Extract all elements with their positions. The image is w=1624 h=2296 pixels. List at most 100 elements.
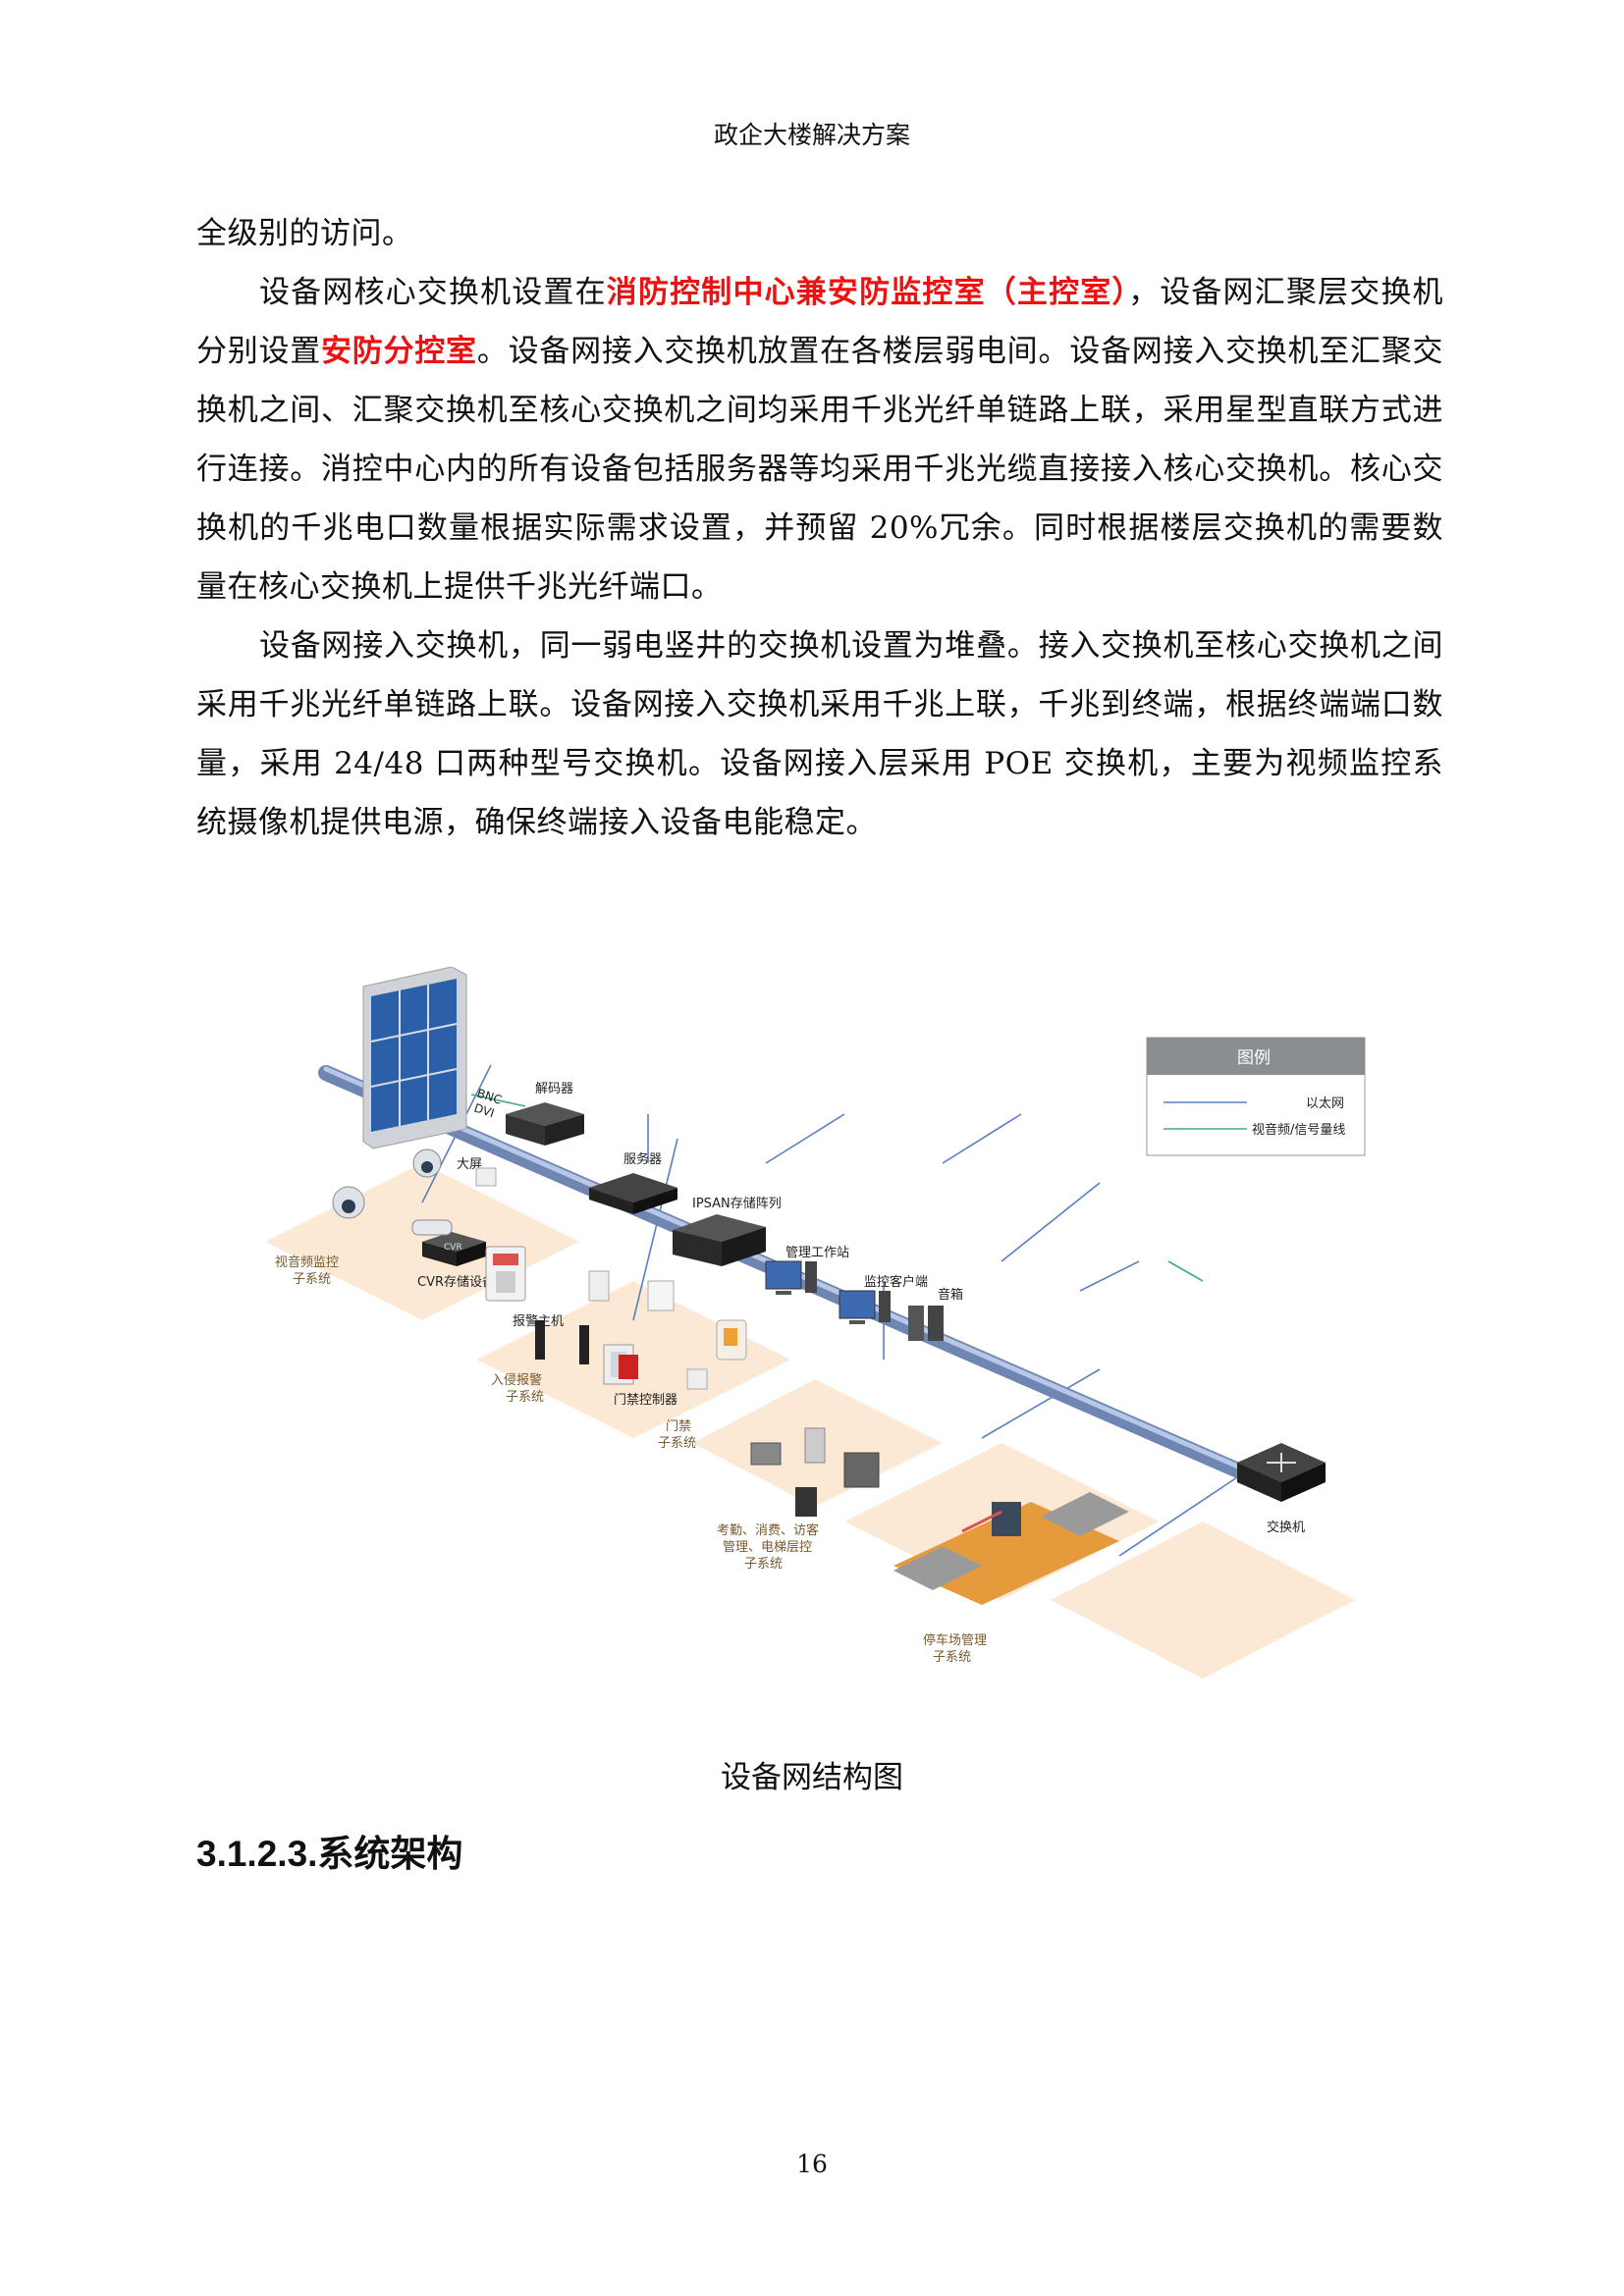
paragraph-2: 设备网接入交换机，同一弱电竖井的交换机设置为堆叠。接入交换机至核心交换机之间采用… [196,628,1443,840]
section-heading: 3.1.2.3.系统架构 [196,1834,463,1874]
intrusion-devices [535,1270,675,1379]
page-number: 16 [796,2150,828,2178]
emergency-button [588,1270,610,1302]
label-monitor-client: 监控客户端 [864,1274,928,1290]
cvr-side [457,1242,486,1266]
dome-camera-1-lens [342,1200,355,1213]
client-screen [839,1290,876,1319]
bullet-camera [411,1219,453,1236]
big-screen-panel [371,979,457,1132]
video-devices [332,1148,497,1236]
label-door-controller: 门禁控制器 [614,1393,677,1408]
cvr-badge: CVR [444,1243,462,1253]
server-icon [589,1173,677,1214]
audio-pickup [475,1167,497,1187]
decoder-icon [506,1102,584,1146]
link-attendance [981,1368,1101,1439]
monitor-client-icon [839,1290,891,1324]
gate-turnstile [804,1427,826,1464]
link-server [765,1113,845,1164]
decoder-front [506,1114,545,1146]
client-base [849,1320,865,1324]
grid-h2 [370,1068,458,1088]
label-server: 服务器 [623,1151,662,1167]
label-parking-1: 停车场管理 [923,1632,987,1648]
parking-road-left [893,1546,982,1590]
elevator-controller [843,1452,880,1488]
diagram-svg: BNC DVI 大屏 解码器 服务器 IPSAN存储阵列 CVR CVR存储设备… [265,966,1366,1679]
paragraph-1-part-b: ，设备网汇聚层交换机分别设置 [196,275,1444,369]
av-link-bnc [470,1094,526,1107]
link-intrusion [632,1138,678,1321]
link-ipsan [942,1113,1022,1164]
link-parking [1118,1476,1238,1557]
parking-road-right [1041,1492,1129,1536]
zone-parking [1051,1522,1355,1679]
label-intrusion-2: 子系统 [506,1390,544,1405]
label-attend-2: 管理、电梯层控 [723,1540,812,1555]
speaker-icon [908,1306,944,1341]
alarm-host-screen [493,1254,518,1265]
big-screen-grid [370,985,458,1126]
paragraph-0: 全级别的访问。 [196,216,413,251]
av-link-speaker [1167,1260,1204,1282]
ipsan-top [673,1214,766,1242]
label-workstation: 管理工作站 [785,1246,849,1260]
ethernet-links [421,1064,1238,1557]
alarm-light [619,1355,638,1379]
legend-av-label: 视音频/信号量线 [1252,1122,1345,1138]
page-header: 政企大楼解决方案 [713,121,910,149]
switch-front [1237,1463,1281,1502]
door-devices [686,1319,747,1390]
parking-devices [893,1492,1129,1605]
highlight-sub-control-room: 安防分控室 [321,334,477,369]
cvr-icon [422,1232,486,1266]
switch-arrows [1267,1453,1296,1472]
highlight-main-control-room: 消防控制中心兼安防监控室（主控室） [606,275,1129,310]
alarm-host-icon [485,1246,526,1302]
label-parking-2: 子系统 [933,1650,971,1665]
paragraph-1-part-a: 设备网核心交换机设置在 [259,275,607,310]
attendance-devices [750,1427,880,1517]
client-tower [879,1291,891,1322]
label-decoder: 解码器 [535,1082,573,1096]
label-ipsan: IPSAN存储阵列 [692,1197,782,1211]
big-screen [362,966,467,1149]
switch-side [1281,1463,1326,1502]
cvr-front [422,1242,457,1266]
label-video-sub-2: 子系统 [293,1272,331,1287]
beam-sensor-2 [579,1325,589,1364]
label-cvr: CVR存储设备 [417,1274,495,1290]
smoke-detector [647,1280,675,1311]
workstation-tower [805,1261,817,1293]
ipsan-side [722,1227,766,1266]
legend-title: 图例 [1237,1048,1271,1068]
legend: 图例 以太网 视音频/信号量线 [1146,1037,1366,1156]
label-intrusion-1: 入侵报警 [491,1372,542,1388]
workstation-base [776,1291,791,1295]
server-front [589,1188,633,1214]
cvr-top [422,1232,486,1252]
grid-h1 [370,1023,458,1042]
speaker-left [908,1306,924,1341]
legend-header [1147,1038,1365,1075]
legend-ethernet-label: 以太网 [1306,1096,1344,1111]
link-client [1079,1260,1140,1292]
label-attend-1: 考勤、消费、访客 [717,1522,819,1538]
beam-sensor-1 [535,1320,545,1360]
label-speaker: 音箱 [938,1287,963,1303]
label-video-sub-1: 视音频监控 [275,1255,339,1270]
ipsan-icon [673,1214,766,1266]
label-attend-3: 子系统 [744,1557,783,1572]
network-diagram: BNC DVI 大屏 解码器 服务器 IPSAN存储阵列 CVR CVR存储设备… [255,966,1375,1723]
paragraph-1: 设备网核心交换机设置在消防控制中心兼安防监控室（主控室），设备网汇聚层交换机分别… [196,263,1443,616]
workstation-screen [765,1260,802,1290]
av-links [470,1094,1204,1282]
pos-terminal [750,1442,782,1466]
figure-caption: 设备网结构图 [721,1760,903,1795]
dome-camera-2-lens [421,1161,433,1173]
label-switch: 交换机 [1267,1520,1305,1535]
decoder-side [545,1114,584,1146]
switch-icon [1237,1443,1326,1502]
exit-button [686,1368,708,1390]
